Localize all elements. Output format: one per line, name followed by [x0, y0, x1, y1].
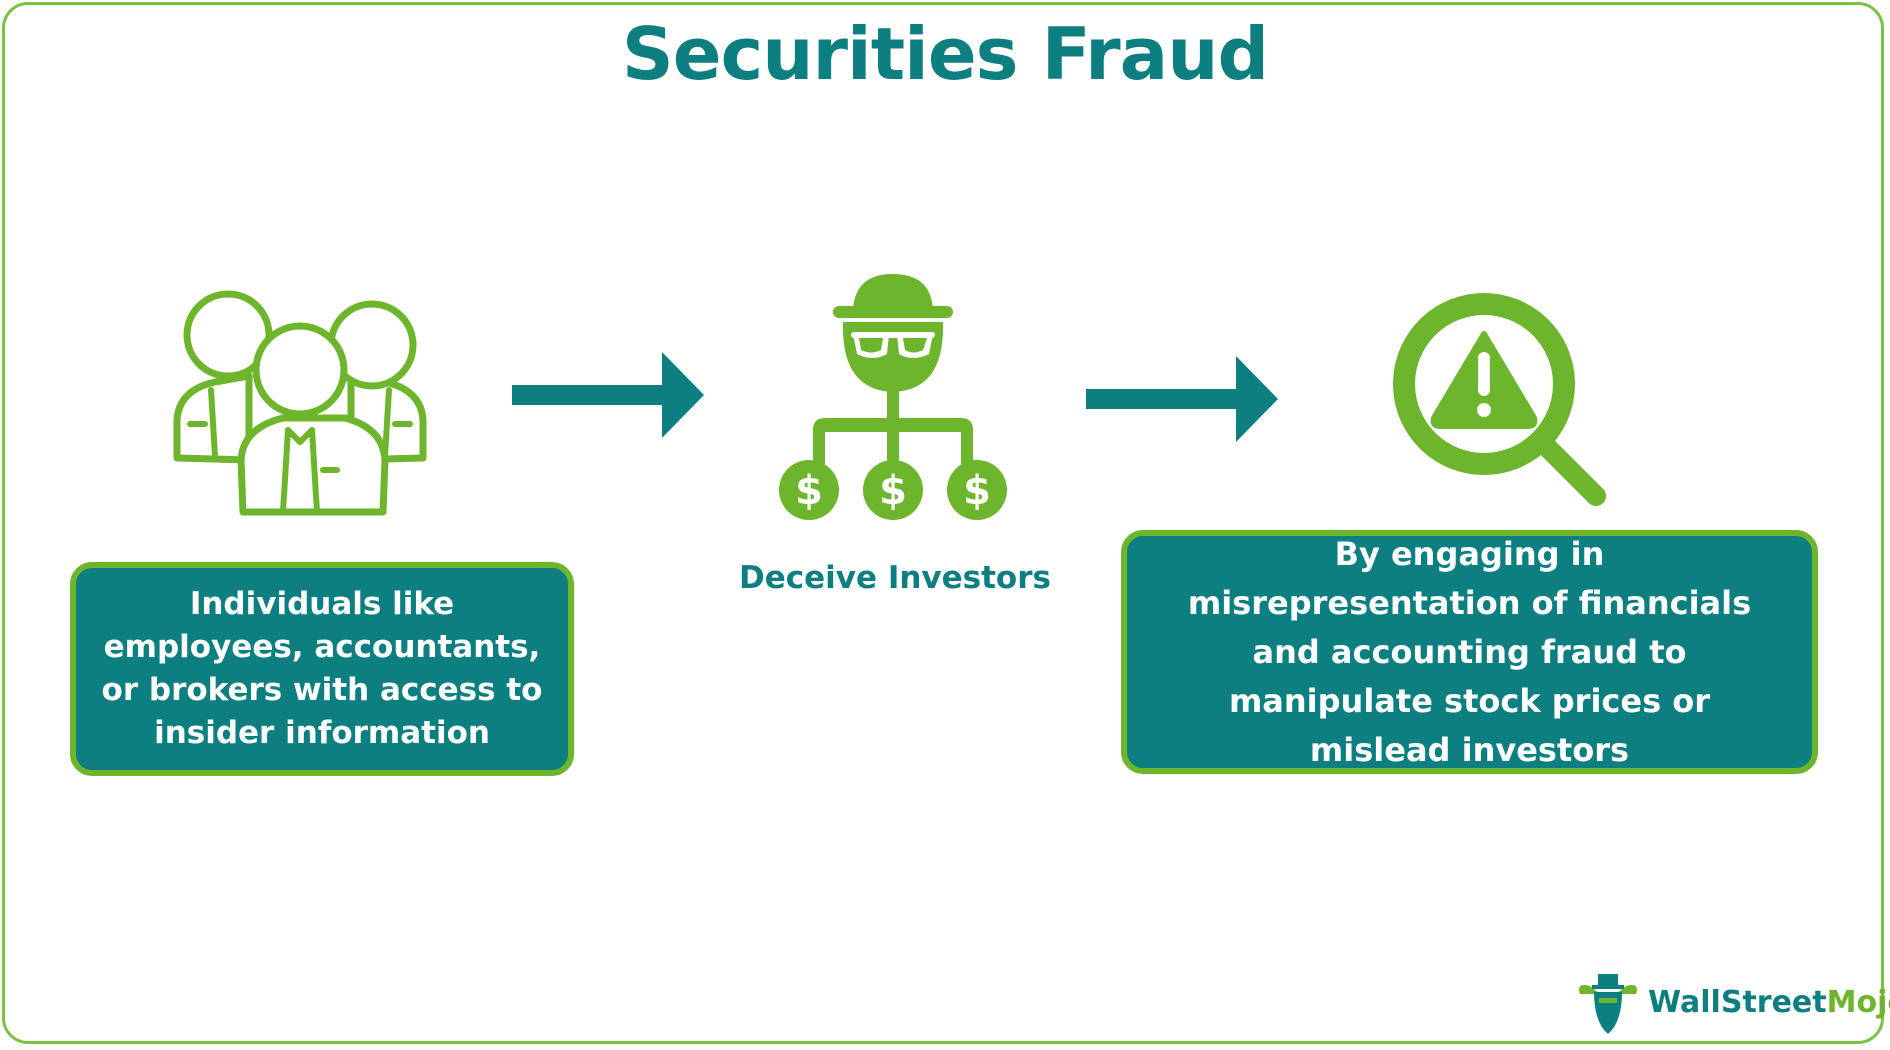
arrow-right-icon [512, 352, 704, 438]
arrow-right-icon [1086, 356, 1278, 442]
step-2-caption: Deceive Investors [739, 560, 1051, 596]
step-3-text: By engaging in misrepresentation of fina… [1187, 534, 1752, 769]
brand-name: WallStreetMojo [1648, 985, 1890, 1020]
step-1-text: Individuals like employees, accountants,… [101, 586, 543, 751]
step-1-textbox: Individuals like employees, accountants,… [70, 562, 574, 776]
fraudster-money-network-icon: $ $ $ [779, 274, 1007, 520]
magnifier-warning-icon [1393, 293, 1606, 506]
page-title: Securities Fraud [621, 12, 1269, 96]
svg-text:$: $ [879, 468, 907, 514]
svg-text:$: $ [963, 468, 991, 514]
group-people-icon [173, 290, 427, 516]
step-3-textbox: By engaging in misrepresentation of fina… [1121, 530, 1818, 774]
svg-text:$: $ [795, 468, 823, 514]
wallstreetmojo-logo-icon [1579, 974, 1637, 1034]
